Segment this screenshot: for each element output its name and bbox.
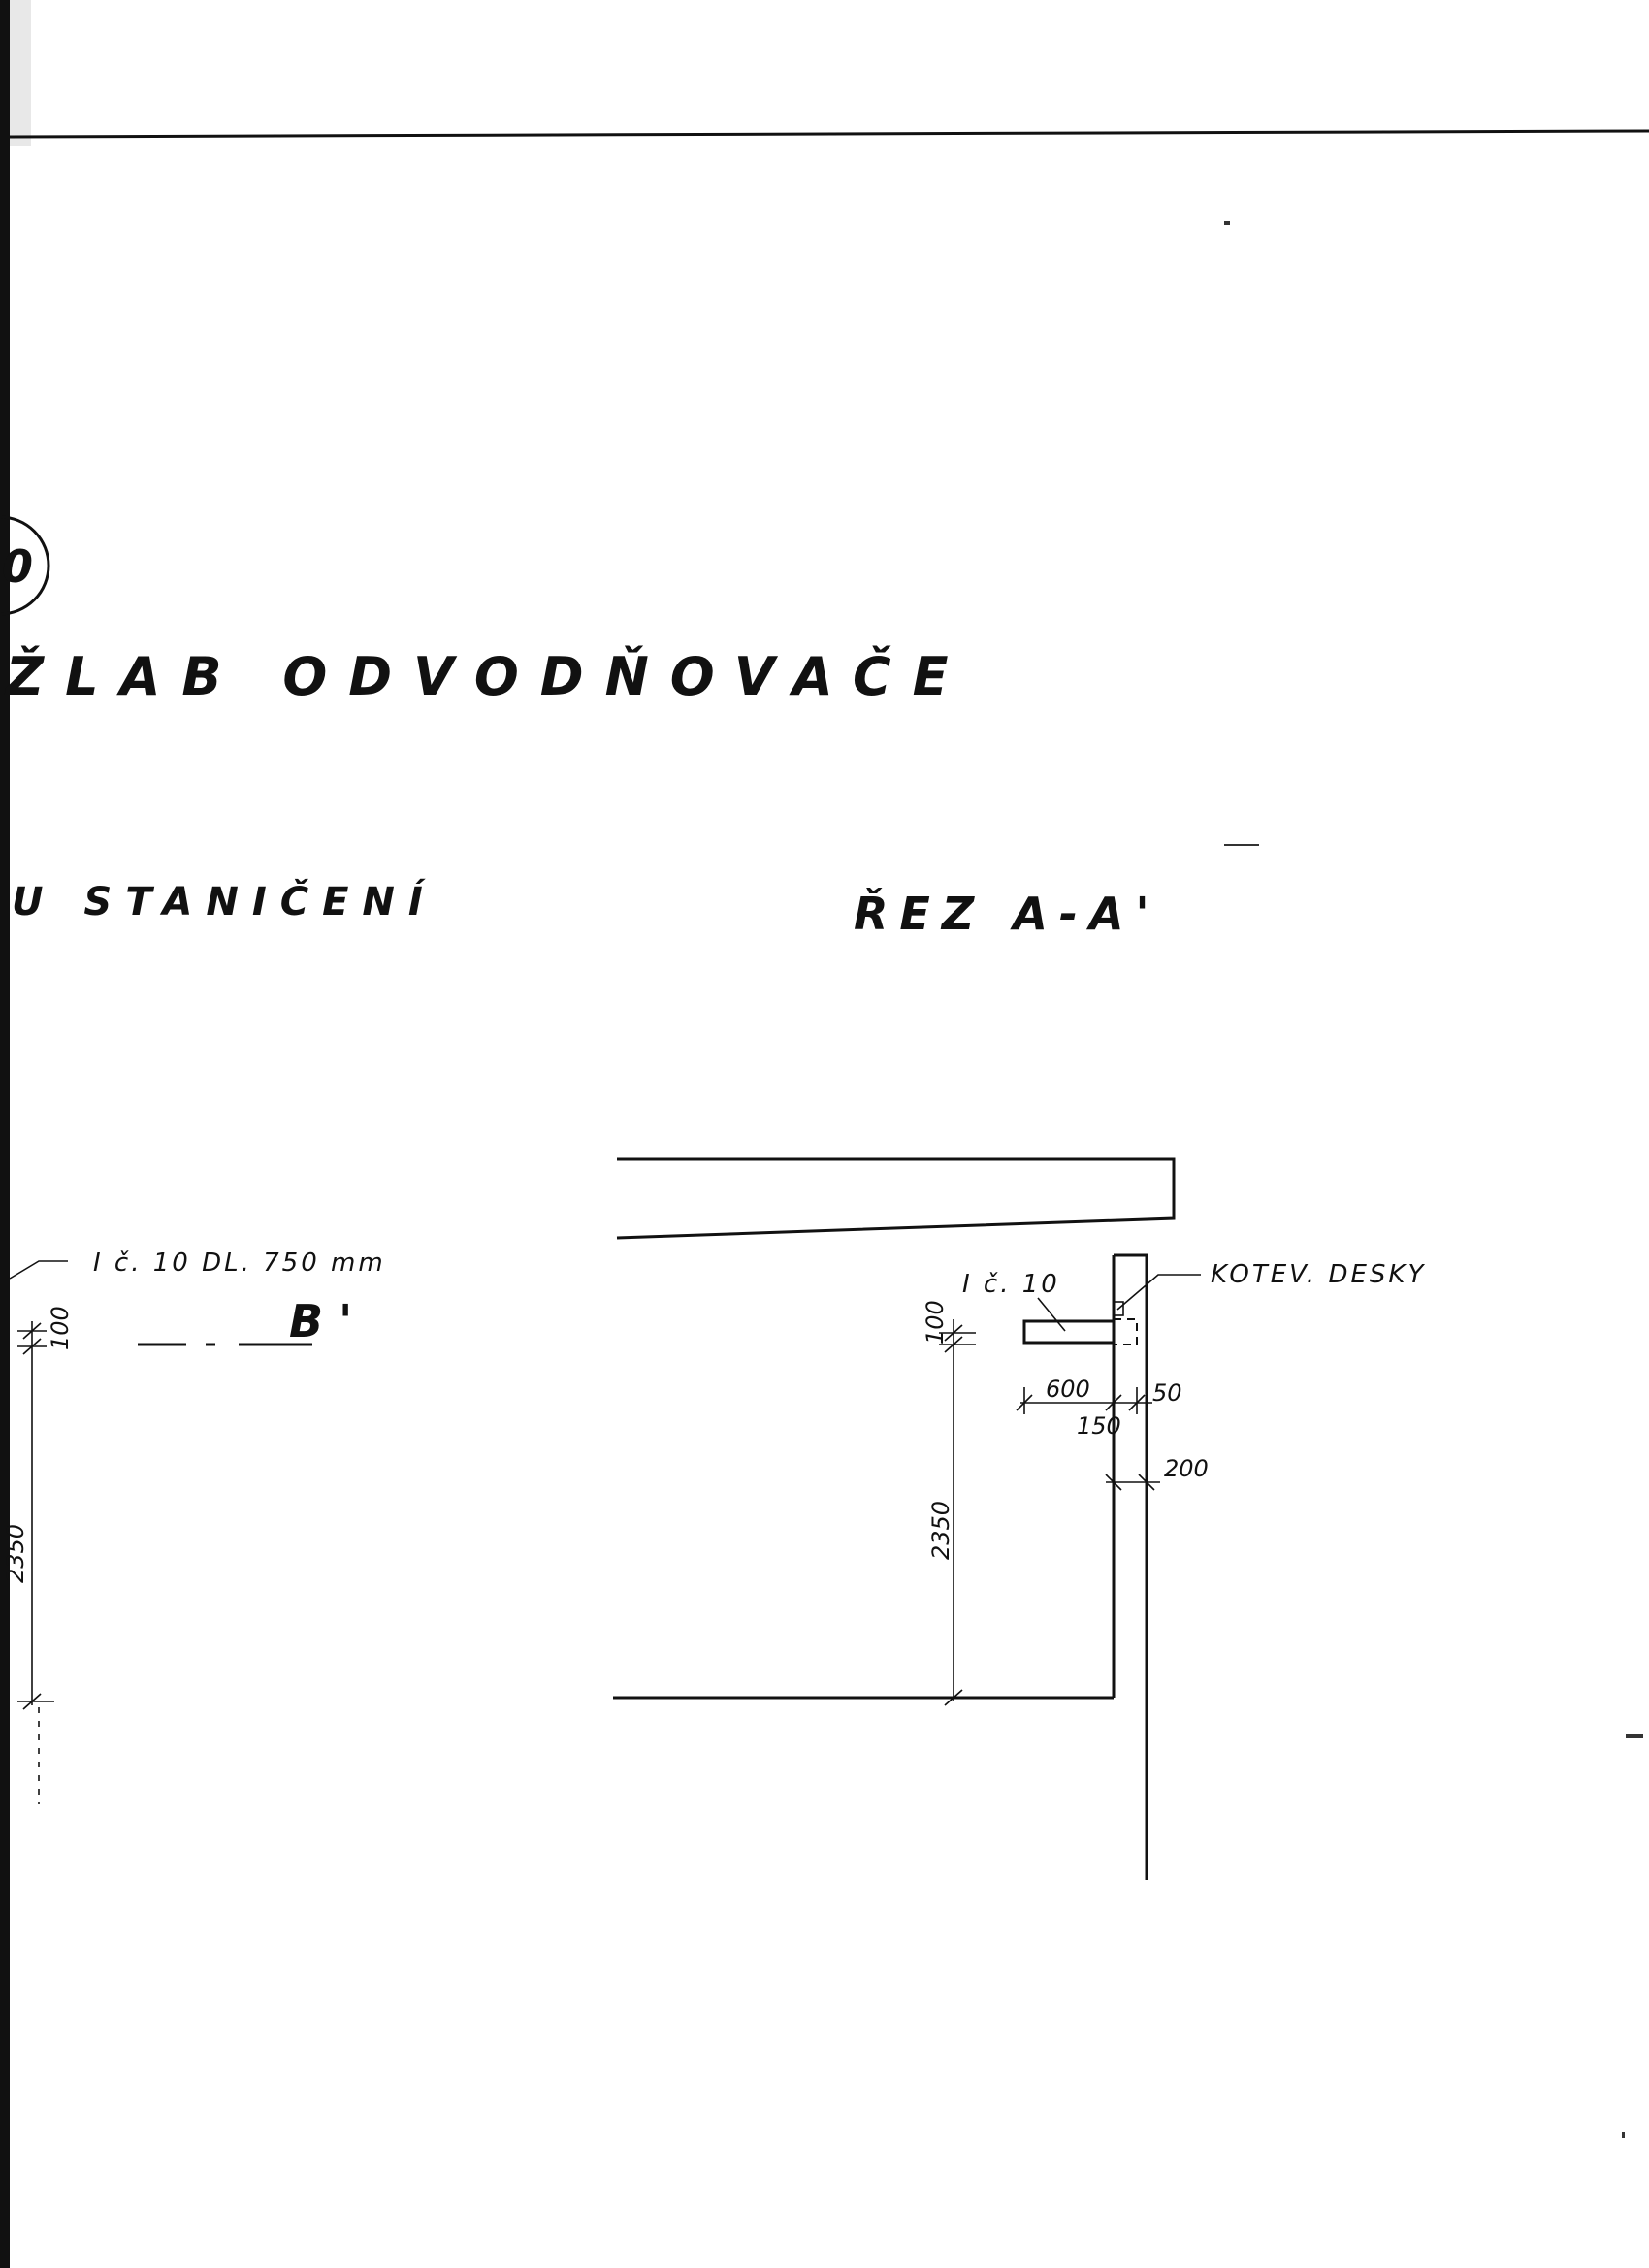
section-dim-top: 100 — [922, 1300, 949, 1345]
anchor-label: KOTEV. DESKY — [1211, 1260, 1426, 1289]
left-dim-top: 100 — [47, 1306, 74, 1350]
column — [1112, 1253, 1148, 1880]
section-cut-mark: B ' — [289, 1295, 352, 1347]
drawing-subtitle: U STANIČENÍ — [12, 877, 436, 924]
section-dim-600: 600 — [1046, 1376, 1090, 1403]
section-dim-150: 150 — [1077, 1412, 1121, 1440]
drawing-title: ŽLAB ODVODŇOVAČE — [4, 646, 970, 707]
anchor-leader — [1116, 1274, 1201, 1311]
scan-marks — [1224, 221, 1643, 2138]
detail-number: 0 — [2, 540, 33, 593]
left-beam-leader — [9, 1260, 68, 1280]
left-dim-height: 2350 — [2, 1524, 29, 1583]
left-view: I č. 10 DL. 750 mm 100 2350 B ' — [2, 1248, 386, 1804]
section-dim-height: 2350 — [927, 1501, 954, 1560]
section-view: I č. 10 KOTEV. DESKY 100 2350 600 150 50… — [613, 1157, 1426, 1880]
section-title: ŘEZ A-A' — [854, 888, 1161, 940]
section-dim-50: 50 — [1152, 1379, 1182, 1407]
section-beam-leader — [1037, 1297, 1066, 1332]
upper-plate — [616, 1157, 1176, 1240]
section-beam-label: I č. 10 — [962, 1270, 1060, 1299]
detail-number-marker: 0 — [0, 515, 50, 616]
left-beam-label: I č. 10 DL. 750 mm — [93, 1248, 386, 1278]
anchor-plate — [1113, 1318, 1138, 1345]
section-dim-200: 200 — [1164, 1455, 1209, 1482]
i-beam — [1022, 1319, 1116, 1345]
